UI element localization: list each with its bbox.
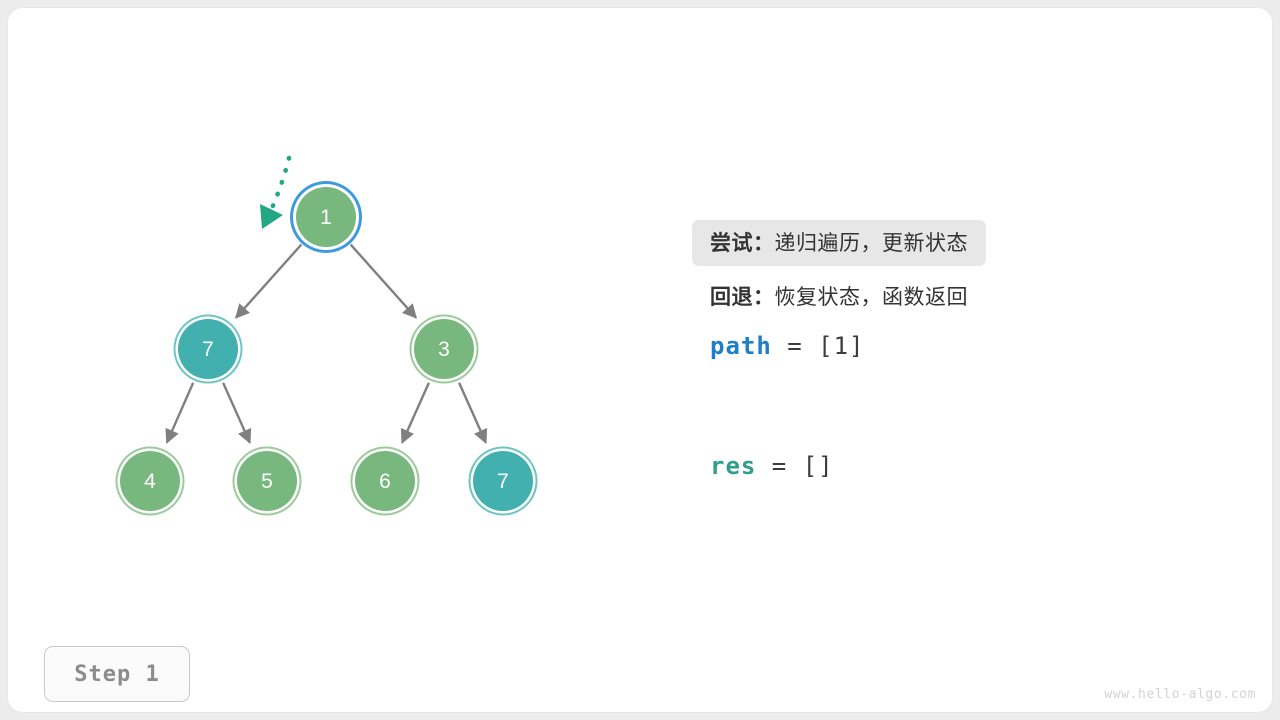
backtrack-label: 回退： (710, 286, 775, 309)
tree-edge-n3-n6 (400, 382, 430, 444)
step-badge: Step 1 (44, 646, 190, 702)
tree-node-n6: 6 (355, 451, 415, 511)
path-variable: path (710, 332, 772, 360)
tree-node-n4: 4 (120, 451, 180, 511)
backtrack-line: 回退：恢复状态，函数返回 (692, 274, 986, 320)
tree-edges-layer (165, 155, 488, 444)
tree-node-n1: 1 (296, 187, 356, 247)
path-line: path = [1] (692, 326, 1212, 366)
tree-edge-n1-n3 (349, 243, 417, 319)
tree-edge-n3-n7r (458, 382, 488, 444)
tree-node-n7r: 7 (473, 451, 533, 511)
tree-node-value: 1 (320, 205, 332, 229)
binary-tree-diagram: 1 7 3 4 5 6 7 (8, 8, 668, 568)
try-label: 尝试： (710, 232, 775, 255)
try-text: 递归遍历，更新状态 (774, 232, 968, 255)
res-line: res = [] (692, 446, 1212, 486)
tree-node-value: 7 (497, 469, 509, 493)
tree-node-value: 5 (261, 469, 273, 493)
res-value: = [] (756, 452, 834, 480)
illustration-card: 1 7 3 4 5 6 7 尝试：递归遍历，更新状态 回退：恢复状态，函数返回 path =… (8, 8, 1272, 712)
res-variable: res (710, 452, 757, 480)
watermark: www.hello-algo.com (1104, 687, 1256, 702)
path-value: = [1] (771, 332, 865, 360)
state-panel: 尝试：递归遍历，更新状态 回退：恢复状态，函数返回 path = [1] res… (692, 220, 1212, 486)
tree-edge-n7l-n4 (165, 382, 195, 444)
tree-node-n7l: 7 (178, 319, 238, 379)
pointer-dotted-curve (260, 155, 292, 229)
tree-node-n3: 3 (414, 319, 474, 379)
tree-node-value: 6 (379, 469, 391, 493)
tree-edge-n1-n7l (235, 243, 303, 319)
tree-node-n5: 5 (237, 451, 297, 511)
tree-node-value: 4 (144, 469, 156, 493)
tree-edges (165, 243, 488, 444)
backtrack-text: 恢复状态，函数返回 (774, 286, 968, 309)
try-line: 尝试：递归遍历，更新状态 (692, 220, 986, 266)
tree-node-value: 7 (202, 337, 214, 361)
tree-edge-n7l-n5 (222, 382, 252, 444)
tree-node-value: 3 (438, 337, 450, 361)
